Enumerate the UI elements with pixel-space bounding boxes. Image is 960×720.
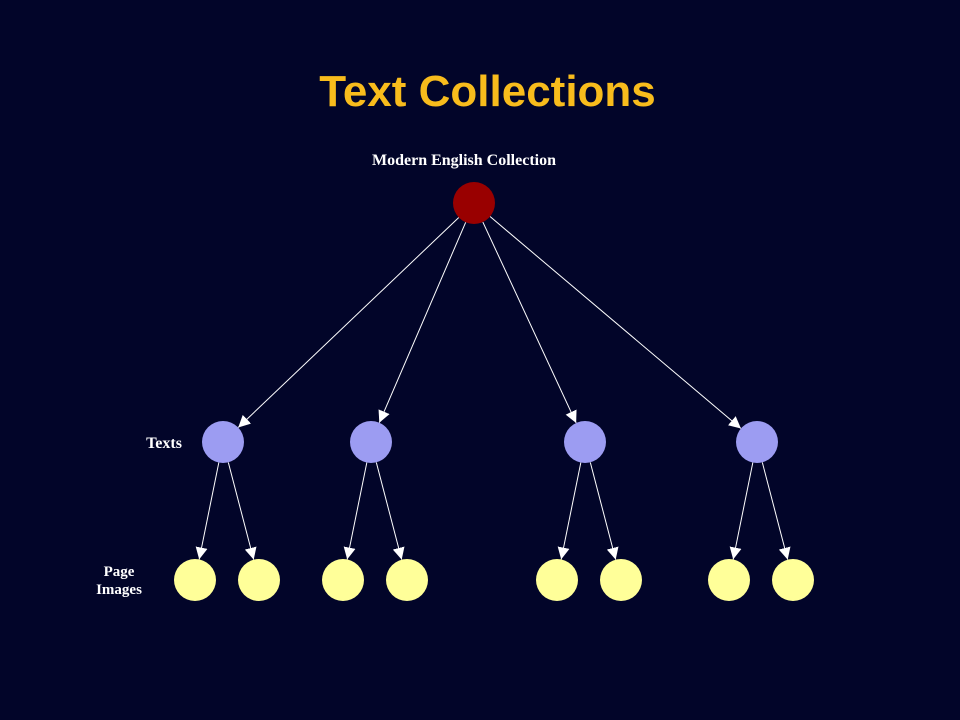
edge-root-to-text-2: [378, 222, 467, 423]
tree-edges: [195, 216, 791, 560]
edge-text-4-to-page-2: [761, 462, 791, 560]
root-label: Modern English Collection: [372, 152, 556, 169]
page-image-node-1-1: [174, 559, 216, 601]
edge-text-4-to-page-1: [729, 462, 754, 560]
page-image-node-4-2: [772, 559, 814, 601]
edge-root-to-text-4: [489, 216, 742, 429]
edge-text-2-to-page-1: [343, 462, 368, 560]
edge-text-1-to-page-2: [227, 462, 257, 560]
page-title: Text Collections: [319, 67, 656, 116]
page-image-node-4-1: [708, 559, 750, 601]
edge-text-3-to-page-2: [589, 462, 619, 560]
edge-text-2-to-page-2: [375, 462, 405, 560]
edge-root-to-text-3: [482, 221, 577, 424]
page-images-label-line-2: Images: [96, 582, 142, 598]
texts-level-label: Texts: [146, 435, 182, 452]
page-image-node-2-2: [386, 559, 428, 601]
text-node-1: [202, 421, 244, 463]
text-node-3: [564, 421, 606, 463]
page-image-node-3-2: [600, 559, 642, 601]
page-image-node-1-2: [238, 559, 280, 601]
edge-text-3-to-page-1: [557, 462, 582, 560]
text-node-4: [736, 421, 778, 463]
tree-nodes: [174, 182, 814, 601]
edge-text-1-to-page-1: [195, 462, 220, 560]
page-image-node-2-1: [322, 559, 364, 601]
page-images-label-line-1: Page: [104, 564, 135, 580]
page-image-node-3-1: [536, 559, 578, 601]
edge-root-to-text-1: [237, 217, 460, 428]
root-node: [453, 182, 495, 224]
text-node-2: [350, 421, 392, 463]
